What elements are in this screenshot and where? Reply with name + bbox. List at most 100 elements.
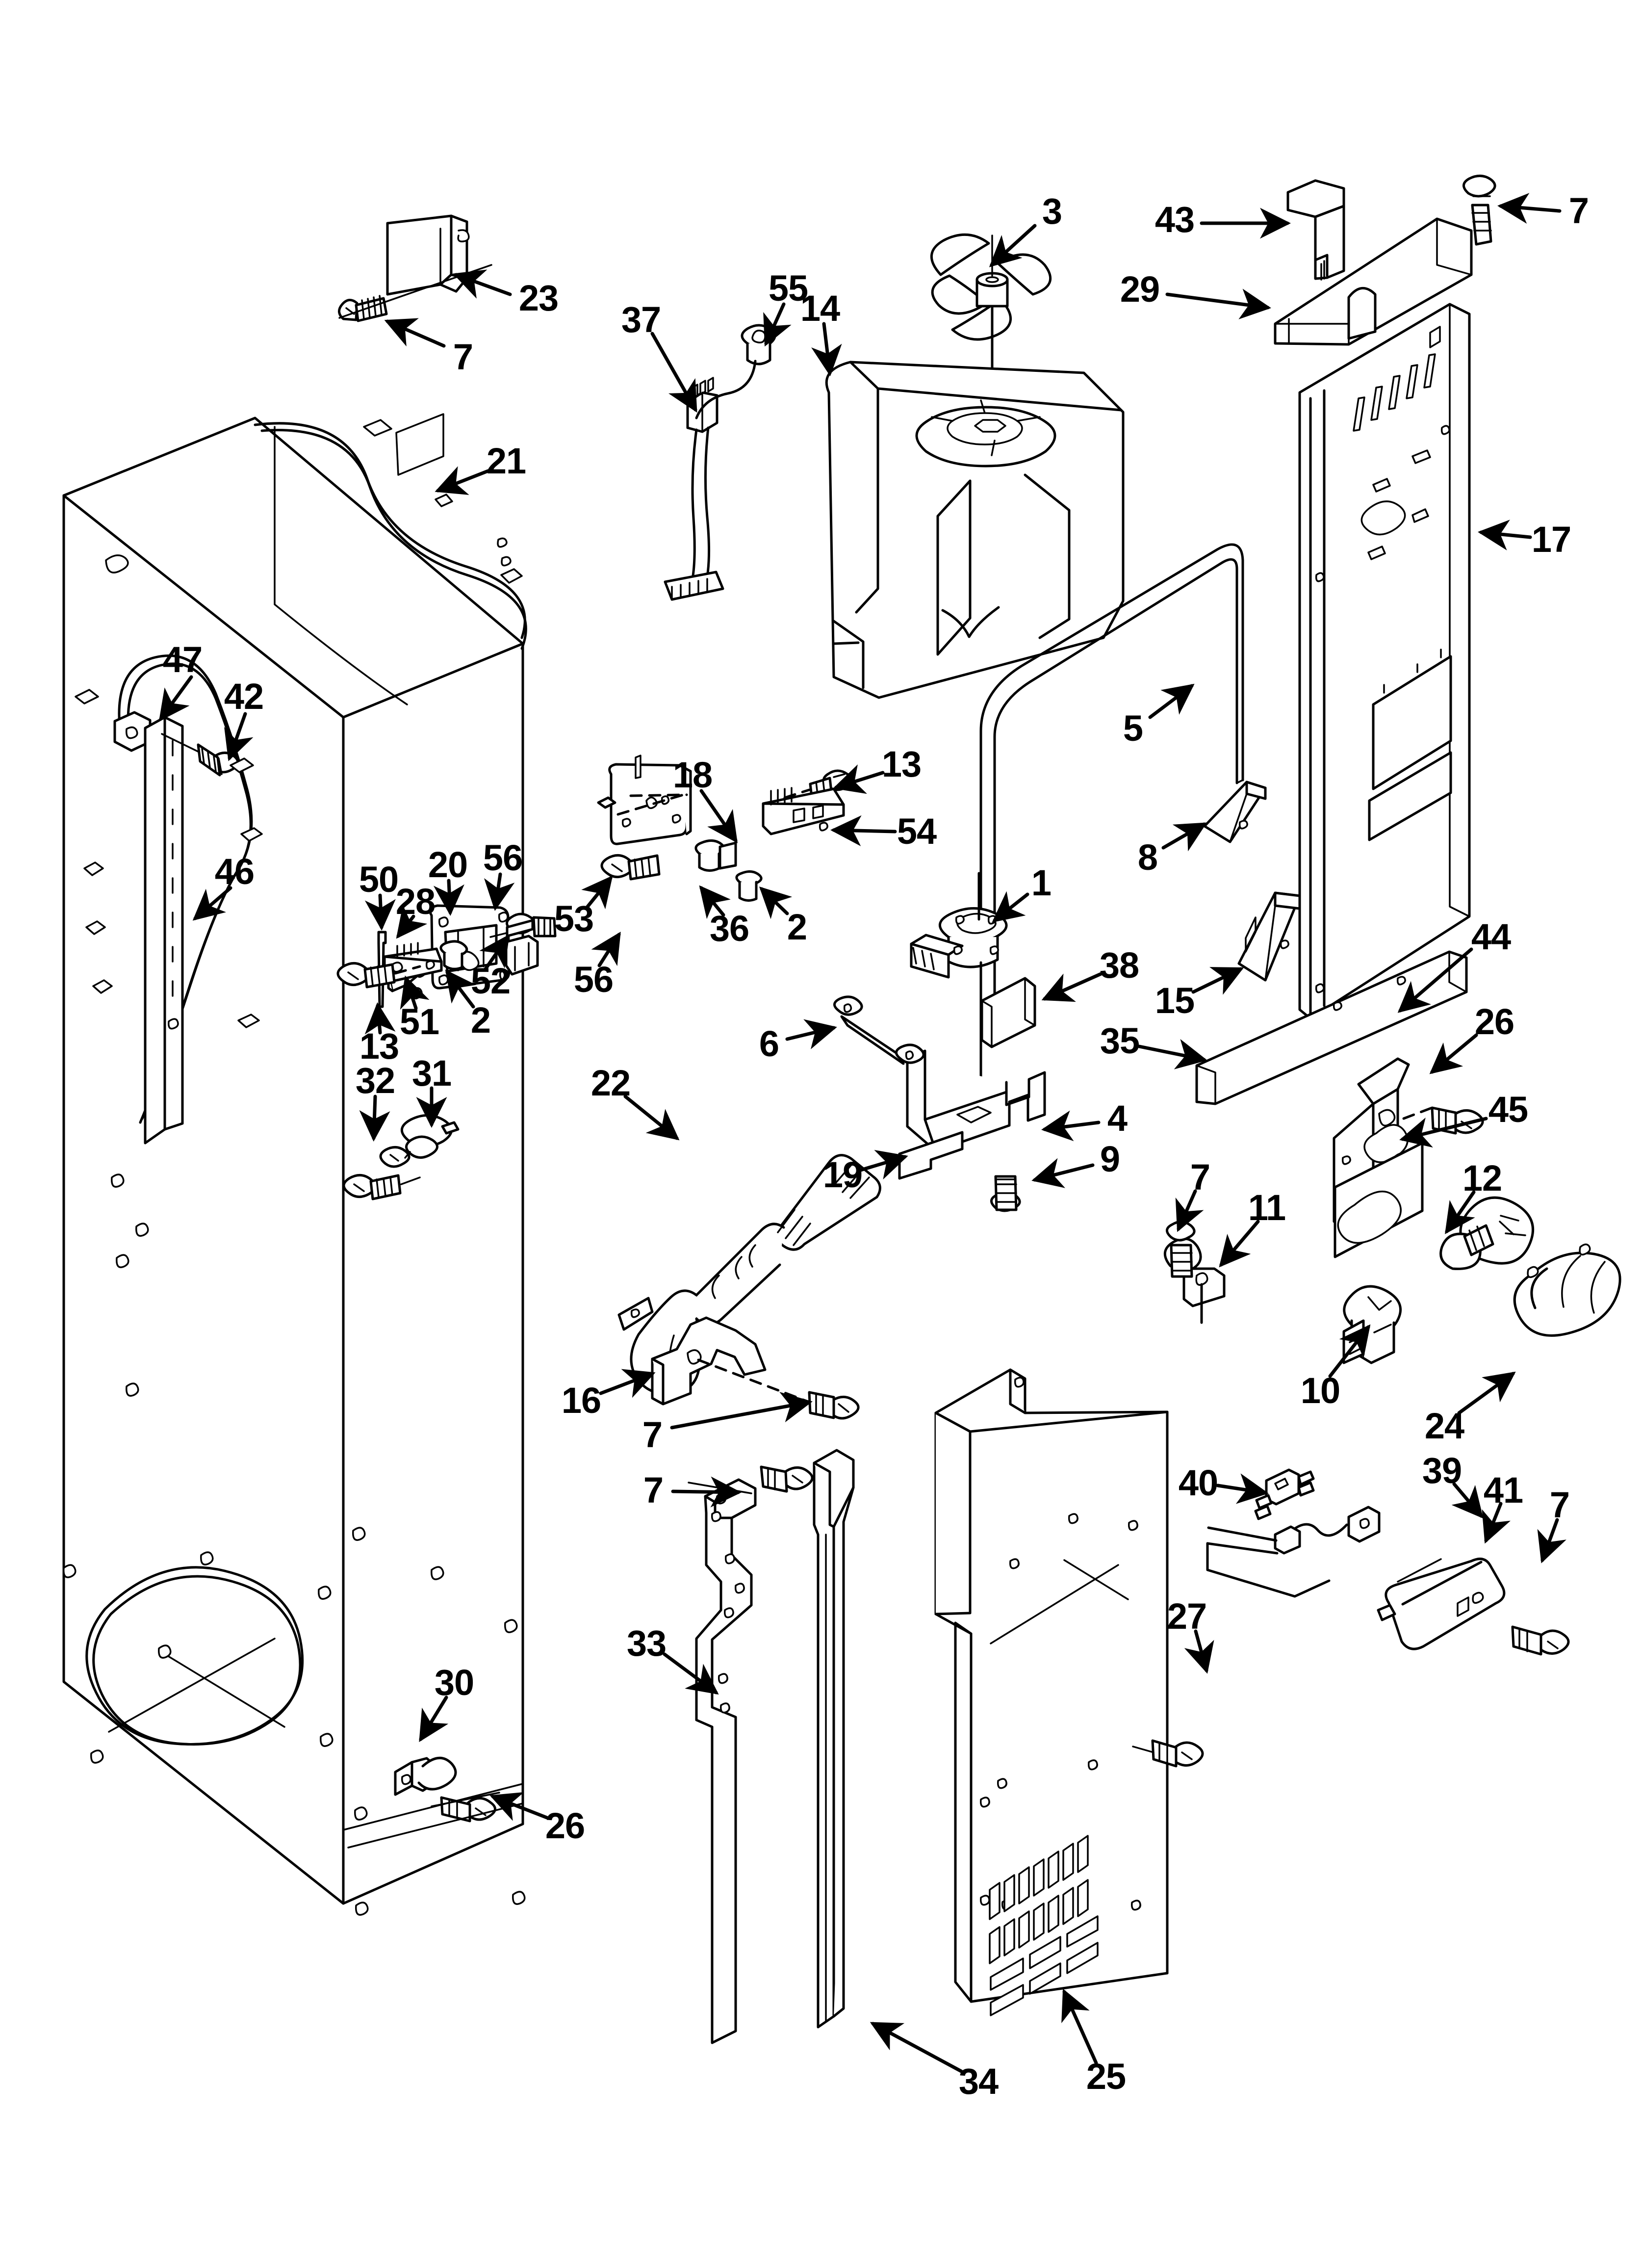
- leader-line-56: [484, 872, 515, 911]
- leader-line-29: [1165, 288, 1271, 319]
- leader-line-4: [1041, 1110, 1101, 1142]
- callout-number-56: 56: [483, 837, 523, 878]
- leader-line-41: [1482, 1502, 1511, 1544]
- leader-line-27: [1184, 1629, 1214, 1674]
- part-7-screw-c: [808, 1391, 860, 1420]
- callout-number-3: 3: [1042, 191, 1062, 232]
- leader-line-36: [699, 885, 731, 919]
- leader-line-7: [670, 1392, 813, 1430]
- callout-number-30: 30: [434, 1662, 474, 1703]
- leader-line-8: [1161, 822, 1207, 852]
- part-1-fan-motor: [910, 872, 1008, 1130]
- callout-number-18: 18: [672, 755, 713, 795]
- leader-line-21: [435, 466, 490, 495]
- callout-number-37: 37: [621, 299, 661, 340]
- part-51-switch-board: [383, 942, 443, 983]
- part-8-hinge-bracket: [1203, 781, 1267, 843]
- leader-line-7: [1175, 1189, 1204, 1232]
- callout-number-7: 7: [1549, 1485, 1570, 1525]
- leader-line-16: [599, 1369, 656, 1398]
- part-43-clip: [1286, 179, 1345, 281]
- callout-number-2: 2: [470, 1000, 491, 1041]
- leader-line-32: [359, 1095, 390, 1142]
- callout-number-36: 36: [709, 908, 749, 949]
- callout-number-29: 29: [1120, 269, 1160, 310]
- leader-line-51: [400, 975, 430, 1010]
- callout-number-51: 51: [399, 1001, 439, 1042]
- leader-line-33: [663, 1652, 719, 1695]
- callout-number-7: 7: [1190, 1157, 1210, 1198]
- leader-line-55: [763, 302, 792, 347]
- callout-number-47: 47: [162, 639, 203, 680]
- part-27-screw: [1132, 1739, 1204, 1768]
- part-30-wire-clip: [394, 1756, 457, 1796]
- callout-number-28: 28: [395, 881, 436, 922]
- leader-line-7: [671, 1476, 742, 1508]
- leader-line-25: [1061, 1988, 1098, 2065]
- leader-line-46: [192, 886, 232, 921]
- leader-line-7: [1537, 1518, 1566, 1564]
- part-4-motor-bracket: [906, 1049, 1046, 1152]
- part-3-fan-blade: [930, 233, 1052, 443]
- callout-number-7: 7: [1568, 190, 1589, 231]
- callout-number-22: 22: [590, 1063, 631, 1103]
- callout-number-23: 23: [518, 278, 559, 318]
- part-7-screw-a: [338, 295, 388, 322]
- rear-panel-louvers: [989, 1835, 1099, 2016]
- leader-line-19: [859, 1149, 908, 1180]
- part-17-right-side-panel: [1298, 303, 1471, 1020]
- leader-line-56: [591, 932, 621, 967]
- part-32-screw: [342, 1174, 421, 1200]
- callout-number-14: 14: [800, 288, 840, 329]
- callout-number-54: 54: [897, 811, 937, 852]
- callout-number-33: 33: [626, 1623, 667, 1664]
- callout-number-21: 21: [486, 441, 526, 481]
- leader-line-28: [396, 905, 428, 939]
- callout-number-31: 31: [411, 1053, 452, 1094]
- part-7-screw-b: [1462, 175, 1496, 246]
- part-41-control-switch: [1377, 1558, 1506, 1650]
- leader-line-38: [1041, 972, 1103, 1002]
- callout-number-11: 11: [1248, 1187, 1286, 1228]
- callout-number-13: 13: [359, 1026, 399, 1067]
- part-24-lamp-cover: [1513, 1243, 1621, 1337]
- leader-line-13: [833, 764, 885, 794]
- callout-number-5: 5: [1123, 708, 1143, 749]
- callout-number-1: 1: [1031, 862, 1052, 903]
- leader-line-12: [1445, 1190, 1476, 1234]
- callout-number-53: 53: [554, 898, 594, 939]
- leader-line-5: [1148, 683, 1195, 719]
- leader-line-17: [1478, 520, 1532, 550]
- part-37-wire-harness: [664, 324, 776, 601]
- part-42-screw: [161, 733, 239, 777]
- part-52-clip: [505, 919, 539, 976]
- part-25-rear-panel: [934, 1368, 1169, 2016]
- callout-number-7: 7: [453, 337, 473, 377]
- callout-number-16: 16: [561, 1380, 601, 1421]
- leader-line-24: [1457, 1371, 1516, 1415]
- callout-number-8: 8: [1137, 837, 1158, 878]
- leader-line-52: [479, 934, 510, 971]
- part-34-trim-strip: [813, 1449, 855, 2029]
- leader-line-22: [623, 1095, 680, 1141]
- callout-number-40: 40: [1178, 1462, 1218, 1503]
- callout-number-7: 7: [643, 1470, 664, 1511]
- leader-line-47: [158, 675, 193, 722]
- part-56-screw-a: [489, 912, 557, 938]
- leader-line-26: [489, 1792, 549, 1821]
- callout-number-10: 10: [1300, 1370, 1340, 1411]
- leader-line-45: [1399, 1117, 1488, 1148]
- part-9-screw: [990, 1175, 1021, 1212]
- callout-number-25: 25: [1086, 2056, 1126, 2097]
- part-31-grommet: [379, 1114, 460, 1168]
- leader-line-34: [870, 2022, 963, 2073]
- callout-number-34: 34: [958, 2061, 999, 2102]
- part-12-light-bulb: [1439, 1196, 1535, 1270]
- leader-line-2: [759, 886, 793, 919]
- part-18-damper-cover: [597, 755, 692, 845]
- part-2-bushing-b: [735, 870, 763, 902]
- part-36-bushing: [694, 839, 737, 872]
- callout-number-9: 9: [1100, 1139, 1120, 1179]
